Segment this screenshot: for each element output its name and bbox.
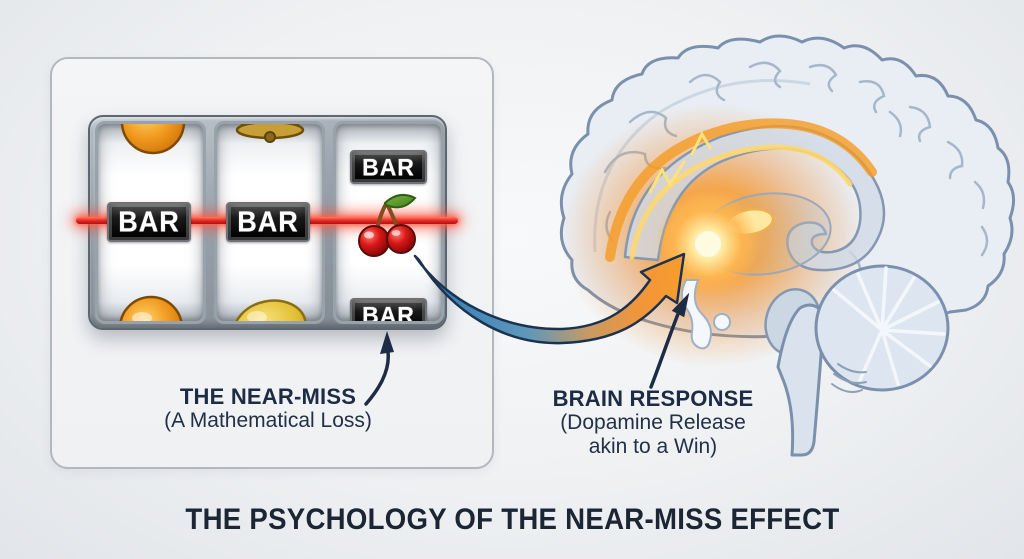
bar-plate-mid-2: BAR [226, 202, 310, 242]
bar-label: BAR [118, 205, 180, 238]
brain-response-label: BRAIN RESPONSE (Dopamine Release akin to… [540, 386, 766, 459]
bell-icon [235, 124, 305, 143]
lemon-icon [233, 299, 307, 321]
brain-response-subtitle-1: (Dopamine Release [560, 411, 746, 434]
bar-label: BAR [362, 152, 415, 181]
bar-plate-bottom: BAR [350, 298, 427, 324]
brain-response-title: BRAIN RESPONSE [552, 386, 754, 411]
brainstem [776, 303, 826, 457]
orange-icon [119, 295, 183, 321]
energy-streaks [648, 130, 712, 194]
bar-label: BAR [362, 300, 415, 324]
near-miss-title: THE NEAR-MISS [179, 384, 357, 409]
near-miss-label: THE NEAR-MISS (A Mathematical Loss) [150, 384, 386, 433]
cherries-icon [358, 193, 417, 257]
near-miss-subtitle: (A Mathematical Loss) [164, 409, 372, 432]
bar-plate-top: BAR [350, 150, 427, 184]
orange-icon [120, 124, 186, 155]
page-title: THE PSYCHOLOGY OF THE NEAR-MISS EFFECT [184, 503, 840, 536]
bar-plate-mid-1: BAR [107, 202, 191, 242]
brain-response-subtitle-2: akin to a Win) [588, 435, 718, 458]
cerebellum [814, 264, 950, 393]
bar-label: BAR [237, 205, 299, 238]
